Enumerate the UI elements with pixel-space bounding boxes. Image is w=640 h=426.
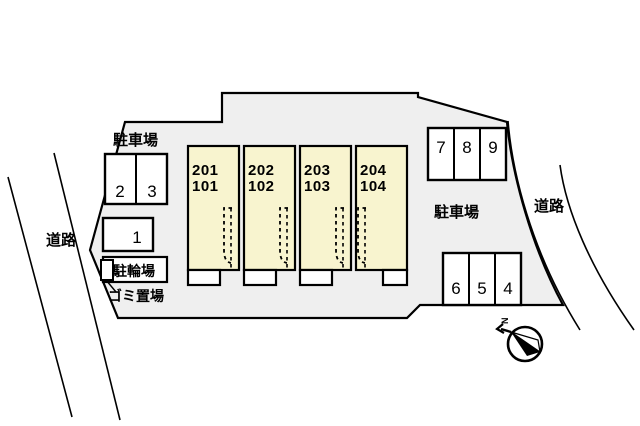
- unit-203-entrance-box[interactable]: [298, 268, 334, 287]
- garbage-area[interactable]: ゴミ置場: [100, 259, 164, 305]
- parking-stall-7[interactable]: 7: [436, 138, 445, 157]
- compass-needle-hollow: [510, 331, 541, 354]
- road-label-right: 道路: [534, 197, 565, 215]
- parking-stall-block-7-8-9[interactable]: [426, 126, 508, 182]
- parking-stall-2[interactable]: 2: [115, 182, 124, 201]
- parking-stall-5[interactable]: 5: [477, 279, 486, 298]
- compass-arrow-tail: [500, 327, 512, 334]
- unit-204-stairs-icon: [357, 207, 366, 264]
- compass-arrow-head: [495, 323, 505, 334]
- compass-needle-filled: [511, 332, 540, 356]
- unit-202-upper-label: 202: [248, 162, 275, 179]
- road-label-left: 道路: [46, 231, 77, 249]
- unit-103-lower-label: 103: [304, 178, 331, 195]
- unit-204-entrance-box[interactable]: [381, 268, 409, 287]
- unit-204-104[interactable]: 204 104: [354, 144, 409, 287]
- garbage-leader-line: [105, 279, 117, 293]
- unit-202-entrance-box[interactable]: [242, 268, 278, 287]
- parking-stall-block-1[interactable]: [101, 216, 155, 253]
- parking-group-left-top: 2 3: [103, 152, 169, 206]
- unit-102-lower-label: 102: [248, 178, 275, 195]
- parking-stall-3[interactable]: 3: [147, 182, 156, 201]
- parking-stall-9[interactable]: 9: [488, 138, 497, 157]
- unit-203-upper-label: 203: [304, 162, 331, 179]
- unit-201-upper-label: 201: [192, 162, 219, 179]
- parking-stall-4[interactable]: 4: [503, 279, 512, 298]
- unit-202-stairs-icon: [279, 207, 288, 264]
- parking-stall-6[interactable]: 6: [451, 279, 460, 298]
- unit-201-stairs-icon: [223, 207, 232, 264]
- unit-104-lower-label: 104: [360, 178, 387, 195]
- building-block: 201 101 202 102 203 103: [186, 144, 409, 287]
- parking-stall-8[interactable]: 8: [462, 138, 471, 157]
- unit-202-102[interactable]: 202 102: [242, 144, 297, 287]
- road-lines-left: [7, 152, 121, 421]
- parking-group-left-single: 1: [101, 216, 155, 253]
- parking-label-right: 駐車場: [434, 203, 479, 221]
- parking-stall-block-6-5-4[interactable]: [441, 251, 523, 307]
- compass-icon: N: [495, 318, 544, 363]
- parking-stall-1[interactable]: 1: [132, 228, 141, 247]
- parking-group-right-top: 7 8 9: [426, 126, 508, 182]
- bicycle-parking-label: 駐輪場: [113, 263, 155, 280]
- compass-north-label: N: [500, 318, 510, 325]
- unit-201-entrance-box[interactable]: [186, 268, 222, 287]
- parking-label-left: 駐車場: [113, 131, 158, 149]
- unit-202-102-body[interactable]: [242, 144, 297, 272]
- garbage-area-box[interactable]: [100, 259, 114, 281]
- garbage-area-label: ゴミ置場: [108, 288, 164, 305]
- unit-201-101[interactable]: 201 101: [186, 144, 241, 287]
- unit-203-stairs-icon: [335, 207, 344, 264]
- parking-group-right-bottom: 6 5 4: [441, 251, 523, 307]
- unit-203-103[interactable]: 203 103: [298, 144, 353, 287]
- unit-204-upper-label: 204: [360, 162, 387, 179]
- unit-101-lower-label: 101: [192, 178, 219, 195]
